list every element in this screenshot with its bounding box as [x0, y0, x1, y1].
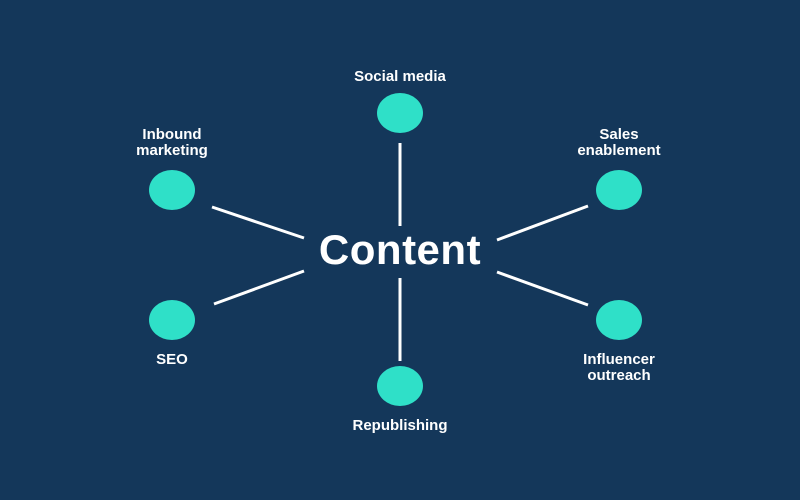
node-label-seo: SEO — [92, 352, 252, 368]
connector-influencer-outreach — [496, 270, 589, 307]
node-label-line: Inbound — [142, 126, 202, 143]
node-label-line: marketing — [136, 142, 208, 159]
connector-seo — [213, 269, 305, 306]
node-label-line: Influencer — [583, 351, 655, 368]
node-label-influencer-outreach: Influencer outreach — [539, 352, 699, 384]
center-label-content: Content — [318, 226, 482, 273]
connector-inbound-marketing — [211, 205, 305, 240]
node-label-line: Republishing — [352, 417, 448, 434]
node-dot-inbound-marketing — [149, 170, 195, 210]
node-label-line: outreach — [587, 367, 651, 384]
node-dot-seo — [149, 300, 195, 340]
node-label-line: Social media — [354, 68, 446, 85]
node-dot-republishing — [377, 366, 423, 406]
node-label-line: enablement — [577, 142, 661, 159]
node-label-line: SEO — [156, 351, 188, 368]
node-dot-social-media — [377, 93, 423, 133]
node-label-sales-enablement: Sales enablement — [539, 127, 699, 159]
node-label-social-media: Social media — [320, 69, 480, 85]
node-label-republishing: Republishing — [320, 418, 480, 434]
node-dot-sales-enablement — [596, 170, 642, 210]
node-label-line: Sales — [599, 126, 639, 143]
node-label-inbound-marketing: Inbound marketing — [92, 127, 252, 159]
node-dot-influencer-outreach — [596, 300, 642, 340]
connector-sales-enablement — [496, 204, 589, 242]
